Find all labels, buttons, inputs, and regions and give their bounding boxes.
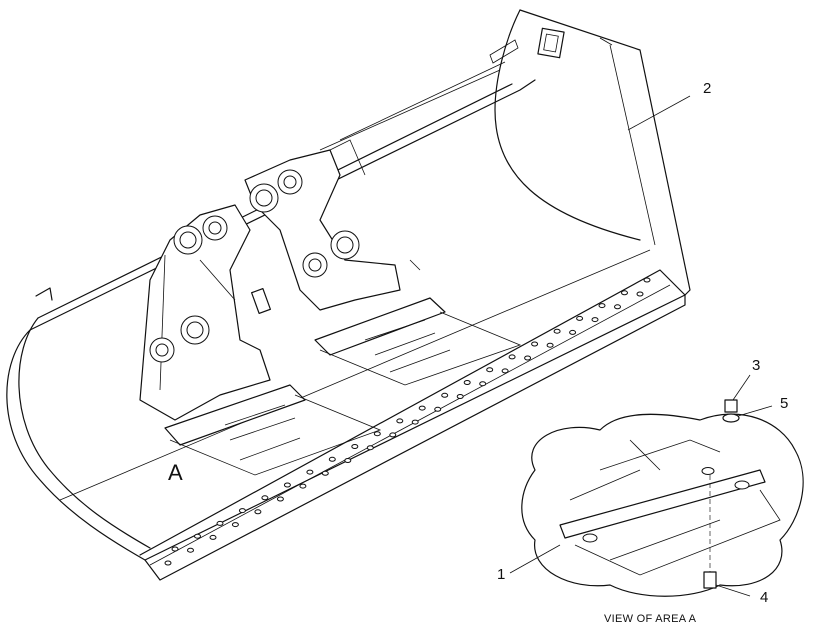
bolt-hole <box>621 290 628 296</box>
callout-5: 5 <box>780 395 789 412</box>
bolt-hole <box>254 509 262 515</box>
callout-2: 2 <box>703 80 712 97</box>
bolt-hole <box>546 342 554 348</box>
bolt-hole <box>366 445 374 451</box>
bolt-hole <box>373 431 381 437</box>
bolt-hole <box>328 456 336 462</box>
bolt-hole <box>598 303 606 309</box>
detail-view-bubble <box>521 399 804 597</box>
right-hinge-bracket <box>244 139 421 311</box>
detail-caption: VIEW OF AREA A <box>604 613 697 625</box>
floor-wear-plates <box>164 297 522 476</box>
left-hinge-bracket <box>139 204 272 421</box>
bolt-hole <box>209 534 217 540</box>
callout-3: 3 <box>752 357 761 374</box>
bolt-hole <box>501 368 509 374</box>
area-a-label: A <box>168 460 183 485</box>
bolt-hole <box>569 329 577 335</box>
bolt-hole <box>171 546 179 552</box>
callout-4: 4 <box>760 589 769 606</box>
bolt-hole <box>194 533 201 539</box>
bolt-hole <box>411 419 419 425</box>
leader-lines <box>509 95 773 597</box>
bolt-hole <box>164 560 172 566</box>
bolt-hole <box>389 432 397 438</box>
bolt-hole <box>261 495 269 501</box>
bolt-hole <box>531 341 539 347</box>
bolt-hole <box>238 508 246 514</box>
bolt-hole <box>418 405 426 411</box>
bolt-hole <box>576 315 584 321</box>
bolt-hole <box>351 444 359 449</box>
cutting-edge <box>139 269 686 581</box>
edge-bolt-holes <box>164 277 651 566</box>
bolt-hole <box>636 291 644 297</box>
bolt-hole <box>456 394 464 399</box>
bolt-hole <box>486 367 494 373</box>
bolt-hole <box>396 418 404 424</box>
bolt-hole <box>299 483 307 489</box>
callout-1: 1 <box>497 566 506 583</box>
bolt-hole <box>344 458 352 463</box>
bolt-hole <box>463 380 471 385</box>
bolt-hole <box>524 355 532 361</box>
bolt-hole <box>508 354 516 360</box>
bolt-hole <box>614 304 621 310</box>
bolt-hole <box>434 406 442 412</box>
bolt-hole <box>321 470 329 476</box>
bucket-shell <box>6 9 691 561</box>
bolt-hole <box>231 522 239 528</box>
bolt-hole <box>216 520 224 526</box>
bolt-hole <box>591 317 599 323</box>
bolt-hole <box>276 496 284 502</box>
bolt-hole <box>306 469 314 475</box>
bolt-hole <box>643 277 651 283</box>
bolt-hole <box>441 392 449 398</box>
bolt-hole <box>187 547 194 553</box>
bolt-hole <box>283 482 291 488</box>
bolt-hole <box>553 328 561 334</box>
bolt-hole <box>479 381 487 387</box>
